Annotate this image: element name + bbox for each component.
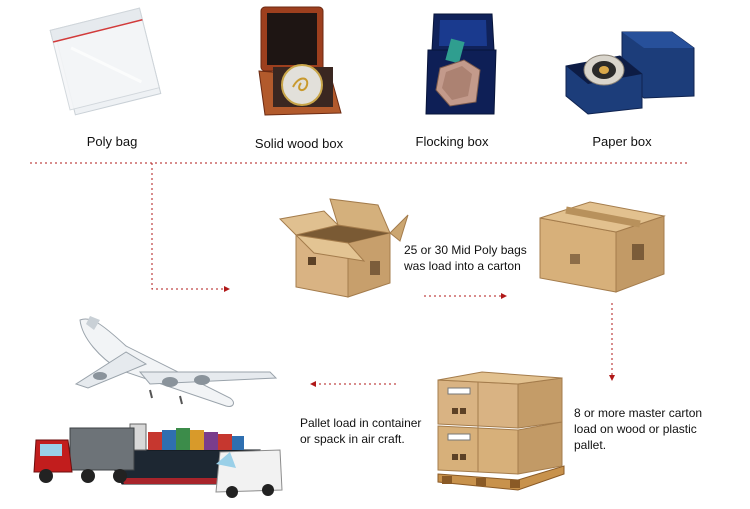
pallet-note: 8 or more master carton load on wood or … <box>574 405 702 453</box>
airplane-icon <box>74 316 278 407</box>
flocking-box-image <box>425 13 497 115</box>
poly-bag-label: Poly bag <box>86 134 138 149</box>
pallet-cartons-image <box>437 371 565 491</box>
solid-wood-box-image <box>258 6 342 116</box>
flocking-box-label: Flocking box <box>415 134 489 149</box>
truck-icon <box>33 427 135 483</box>
master-carton-image <box>539 201 666 293</box>
van-icon <box>215 449 283 498</box>
pallet-note-line-1: 8 or more master carton <box>574 406 703 420</box>
shipping-note-line-2: or spack in air craft. <box>300 432 405 446</box>
shipping-note: Pallet load in container or spack in air… <box>300 415 421 447</box>
paper-box-image <box>565 31 695 115</box>
carton-note-line-1: 25 or 30 Mid Poly bags <box>404 243 527 257</box>
shipping-note-line-1: Pallet load in container <box>300 416 422 430</box>
carton-note-line-2: was load into a carton <box>404 259 521 273</box>
pallet-note-line-3: pallet. <box>574 438 607 452</box>
solid-wood-box-label: Solid wood box <box>254 136 344 151</box>
arrow-to-carton <box>151 163 230 292</box>
transport-image <box>33 316 283 498</box>
poly-bag-image <box>49 7 162 116</box>
open-carton-image <box>278 198 409 298</box>
pallet-note-line-2: load on wood or plastic <box>574 422 697 436</box>
paper-box-label: Paper box <box>592 134 652 149</box>
carton-note: 25 or 30 Mid Poly bags was load into a c… <box>404 242 527 274</box>
